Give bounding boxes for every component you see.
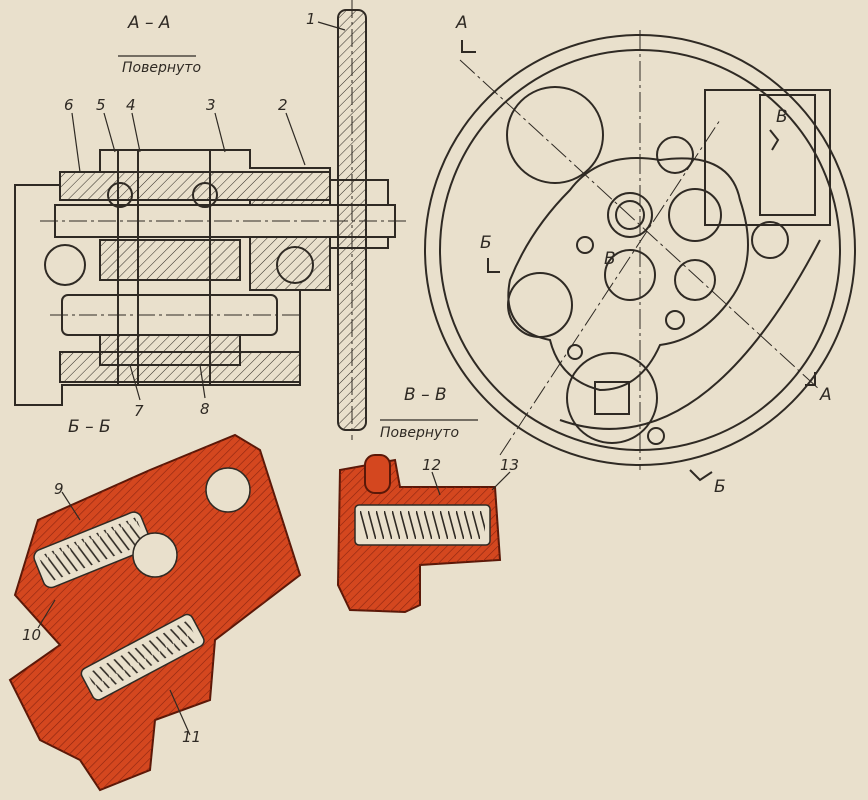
spring-9 xyxy=(33,511,152,589)
cut-mark-a-bottom: А xyxy=(819,385,832,405)
section-bb-view xyxy=(8,433,302,792)
section-aa-view xyxy=(14,0,410,440)
callout-5: 5 xyxy=(96,96,106,114)
front-view xyxy=(424,30,856,482)
title-bb: Б – Б xyxy=(68,417,111,437)
spring-11 xyxy=(80,613,205,701)
cut-mark-v-center: В xyxy=(604,249,616,269)
labels: А – А Повернуто Б – Б В – В Повернуто А … xyxy=(22,10,832,746)
callout-6: 6 xyxy=(64,96,74,114)
callout-3: 3 xyxy=(206,96,216,114)
callout-12: 12 xyxy=(422,456,441,474)
title-vv: В – В xyxy=(404,385,447,405)
cut-mark-v-right: В xyxy=(776,107,788,127)
callout-2: 2 xyxy=(278,96,288,114)
callout-11: 11 xyxy=(182,728,201,746)
callout-7: 7 xyxy=(134,402,144,420)
title-aa: А – А xyxy=(127,13,171,33)
section-vv-view xyxy=(336,454,502,614)
callout-13: 13 xyxy=(500,456,519,474)
leader-lines xyxy=(37,21,511,736)
callout-1: 1 xyxy=(306,10,316,28)
subtitle-aa: Повернуто xyxy=(122,60,201,76)
callout-10: 10 xyxy=(22,626,41,644)
callout-8: 8 xyxy=(200,400,210,418)
cut-mark-b-bottom: Б xyxy=(714,477,726,497)
callout-4: 4 xyxy=(126,96,136,114)
callout-9: 9 xyxy=(54,480,64,498)
cut-mark-a-top: А xyxy=(455,13,468,33)
subtitle-vv: Повернуто xyxy=(380,425,459,441)
cut-mark-b-left: Б xyxy=(480,233,492,253)
